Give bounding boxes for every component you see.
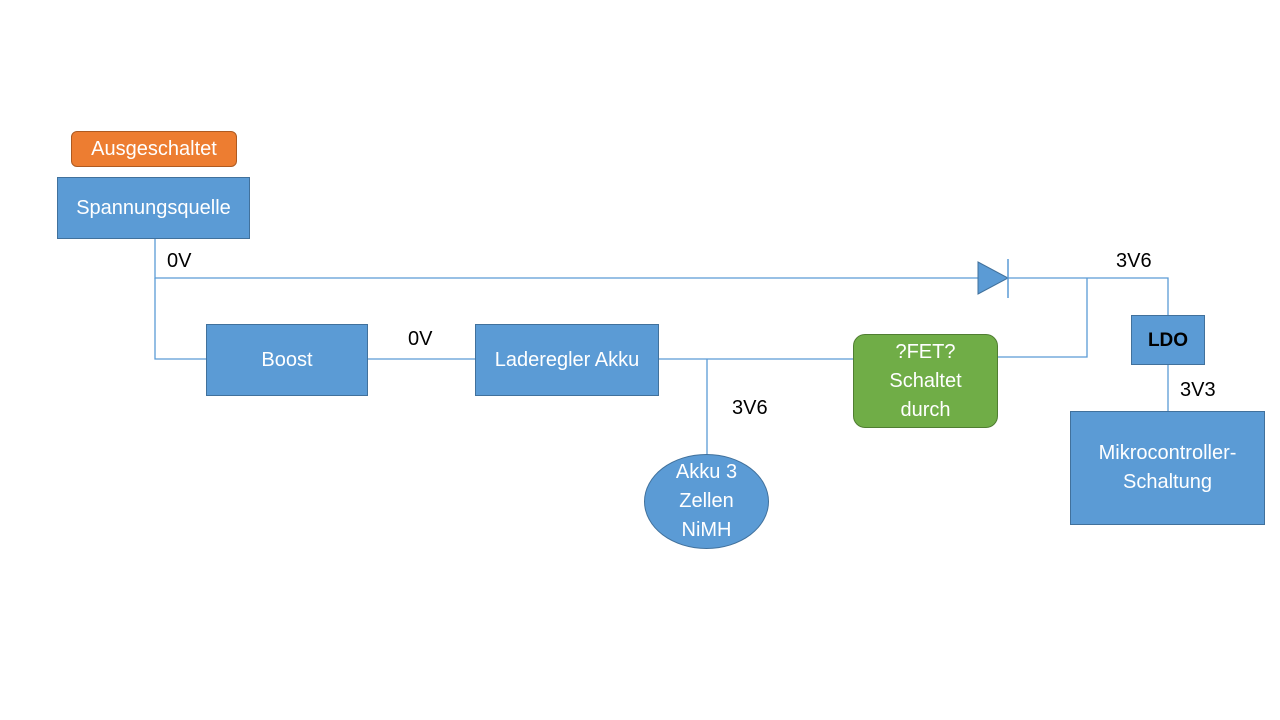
fet-block: ?FET? Schaltet durch [853, 334, 998, 428]
voltage-label-boost: 0V [408, 328, 433, 350]
battery-block: Akku 3 Zellen NiMH [644, 454, 769, 549]
ldo-block: LDO [1131, 315, 1205, 365]
power-source-block: Spannungsquelle [57, 177, 250, 239]
voltage-label-diode-out: 3V6 [1116, 250, 1152, 272]
wire-source-to-rail [154, 239, 978, 279]
microcontroller-block: Mikrocontroller- Schaltung [1070, 411, 1265, 525]
wire-fet-to-rail [998, 278, 1088, 358]
diode-symbol-icon [977, 259, 1010, 298]
voltage-label-ldo-out: 3V3 [1180, 379, 1216, 401]
boost-block: Boost [206, 324, 368, 396]
voltage-label-battery: 3V6 [732, 397, 768, 419]
voltage-label-source: 0V [167, 250, 192, 272]
wire-diode-to-ldo [1008, 277, 1169, 315]
charge-controller-block: Laderegler Akku [475, 324, 659, 396]
status-badge: Ausgeschaltet [71, 131, 237, 167]
wire-source-to-boost [154, 278, 206, 360]
